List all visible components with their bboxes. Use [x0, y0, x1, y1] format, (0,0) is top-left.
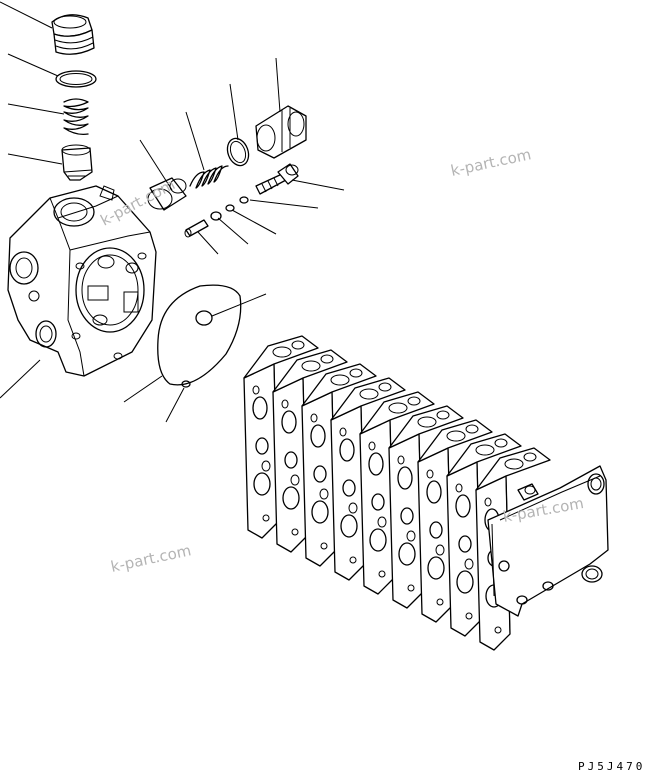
watermark-3: k-part.com [109, 541, 193, 576]
leader-lines [0, 1, 345, 423]
valve-end-cover [487, 465, 609, 617]
main-valve-block [243, 335, 551, 651]
o-ring-top [55, 70, 97, 88]
valve-section [301, 363, 377, 567]
valve-section [446, 433, 522, 637]
diagram-code: PJ5J470 [578, 760, 645, 773]
valve-section [388, 405, 464, 609]
valve-cartridge [147, 177, 187, 211]
valve-section [330, 377, 406, 581]
set-screw [184, 219, 209, 238]
relief-poppet [61, 144, 93, 181]
valve-cap [255, 105, 307, 159]
valve-end-section [7, 185, 157, 377]
valve-spring-middle [189, 165, 229, 189]
relief-spring [63, 98, 89, 136]
watermark-1: k-part.com [449, 145, 533, 180]
o-ring-middle [226, 137, 250, 167]
valve-section [359, 391, 435, 595]
valve-section [243, 335, 319, 539]
plunger-stem [255, 163, 299, 195]
relief-valve-plug [51, 14, 95, 55]
small-o-rings [210, 196, 249, 221]
gasket-plate [157, 284, 242, 388]
valve-section [272, 349, 348, 553]
